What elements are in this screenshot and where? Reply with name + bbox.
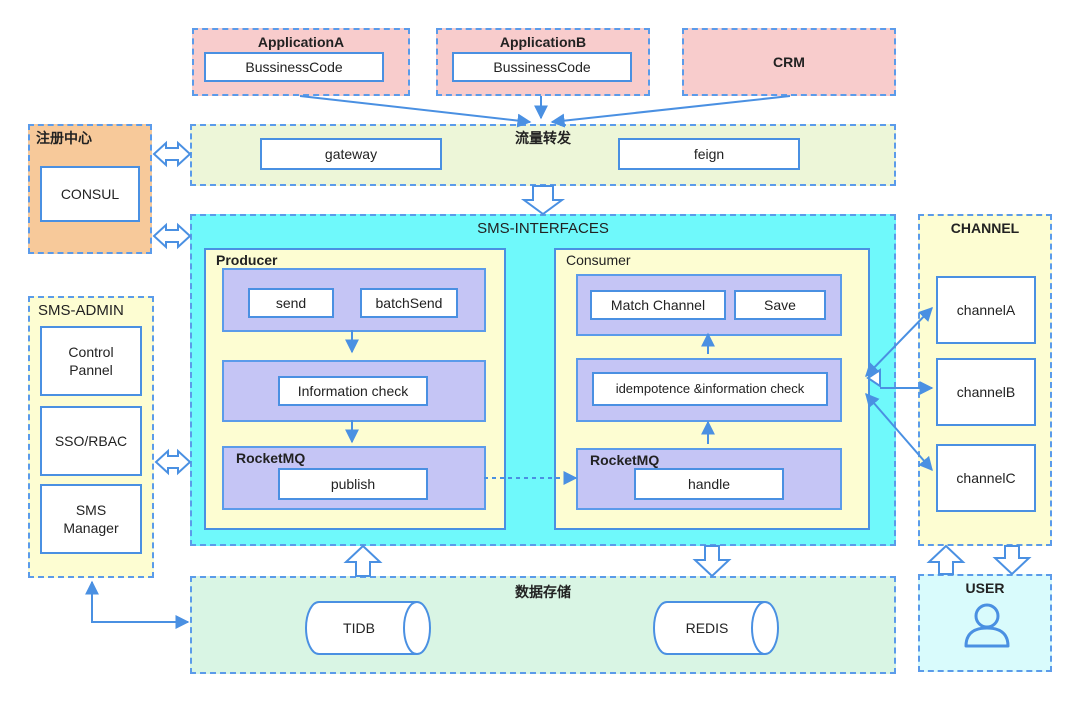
application-b-code: BussinessCode (452, 52, 632, 82)
sso-rbac-box: SSO/RBAC (40, 406, 142, 476)
batch-send-box: batchSend (360, 288, 458, 318)
registry-traffic-double-arrow (152, 140, 192, 168)
consumer-check-group: idempotence &information check (576, 358, 842, 422)
traffic-to-interfaces-arrow (520, 185, 566, 216)
tidb-cylinder (305, 601, 431, 655)
storage-box: 数据存储 TIDB REDIS (190, 576, 896, 674)
information-check-box: Information check (278, 376, 428, 406)
arrow-admin-to-storage (85, 580, 190, 629)
publish-box: publish (278, 468, 428, 500)
sms-interfaces-title: SMS-INTERFACES (477, 220, 609, 237)
arrow-crm-to-traffic (550, 95, 791, 128)
channel-b-box: channelB (936, 358, 1036, 426)
registry-box: 注册中心 CONSUL (28, 124, 152, 254)
application-b-title: ApplicationB (499, 34, 587, 50)
channel-a-box: channelA (936, 276, 1036, 344)
control-pannel-box: Control Pannel (40, 326, 142, 396)
application-a-box: ApplicationA BussinessCode (192, 28, 410, 96)
sms-manager-box: SMS Manager (40, 484, 142, 554)
producer-rocketmq-group: RocketMQ publish (222, 446, 486, 510)
application-a-title: ApplicationA (257, 34, 345, 50)
sms-admin-title: SMS-ADMIN (38, 302, 124, 319)
registry-interfaces-double-arrow (152, 222, 192, 250)
producer-rocketmq-title: RocketMQ (236, 450, 306, 466)
producer-check-group: Information check (222, 360, 486, 422)
match-channel-box: Match Channel (590, 290, 726, 320)
interfaces-to-storage-arrow (692, 545, 732, 578)
save-box: Save (734, 290, 826, 320)
arrow-app-a-to-traffic (299, 95, 532, 128)
application-a-code: BussinessCode (204, 52, 384, 82)
gateway-box: gateway (260, 138, 442, 170)
admin-interfaces-double-arrow (154, 448, 192, 476)
producer-box: Producer send batchSend Information chec… (204, 248, 506, 530)
redis-cylinder (653, 601, 779, 655)
redis-label: REDIS (685, 620, 729, 636)
user-icon (964, 603, 1010, 648)
producer-title: Producer (216, 252, 278, 268)
storage-title: 数据存储 (515, 584, 571, 600)
user-title: USER (965, 580, 1005, 596)
consul-box: CONSUL (40, 166, 140, 222)
handle-box: handle (634, 468, 784, 500)
channel-title: CHANNEL (950, 220, 1020, 236)
producer-send-group: send batchSend (222, 268, 486, 332)
channel-to-user-arrow (992, 545, 1032, 576)
idempotence-check-box: idempotence &information check (592, 372, 828, 406)
application-b-box: ApplicationB BussinessCode (436, 28, 650, 96)
consumer-rocketmq-group: RocketMQ handle (576, 448, 842, 510)
registry-title: 注册中心 (36, 130, 92, 146)
channel-c-box: channelC (936, 444, 1036, 512)
storage-to-interfaces-arrow (343, 544, 383, 577)
traffic-box: 流量转发 gateway feign (190, 124, 896, 186)
tidb-label: TIDB (343, 620, 375, 636)
user-box: USER (918, 574, 1052, 672)
consumer-title: Consumer (566, 252, 631, 268)
channel-box: CHANNEL channelA channelB channelC (918, 214, 1052, 546)
traffic-title: 流量转发 (515, 130, 571, 146)
consumer-match-group: Match Channel Save (576, 274, 842, 336)
user-to-channel-arrow (926, 544, 966, 575)
sms-admin-box: SMS-ADMIN Control Pannel SSO/RBAC SMS Ma… (28, 296, 154, 578)
consumer-rocketmq-title: RocketMQ (590, 452, 660, 468)
send-box: send (248, 288, 334, 318)
consumer-box: Consumer Match Channel Save idempotence … (554, 248, 870, 530)
feign-box: feign (618, 138, 800, 170)
sms-interfaces-box: SMS-INTERFACES Producer send batchSend I… (190, 214, 896, 546)
crm-box: CRM (682, 28, 896, 96)
